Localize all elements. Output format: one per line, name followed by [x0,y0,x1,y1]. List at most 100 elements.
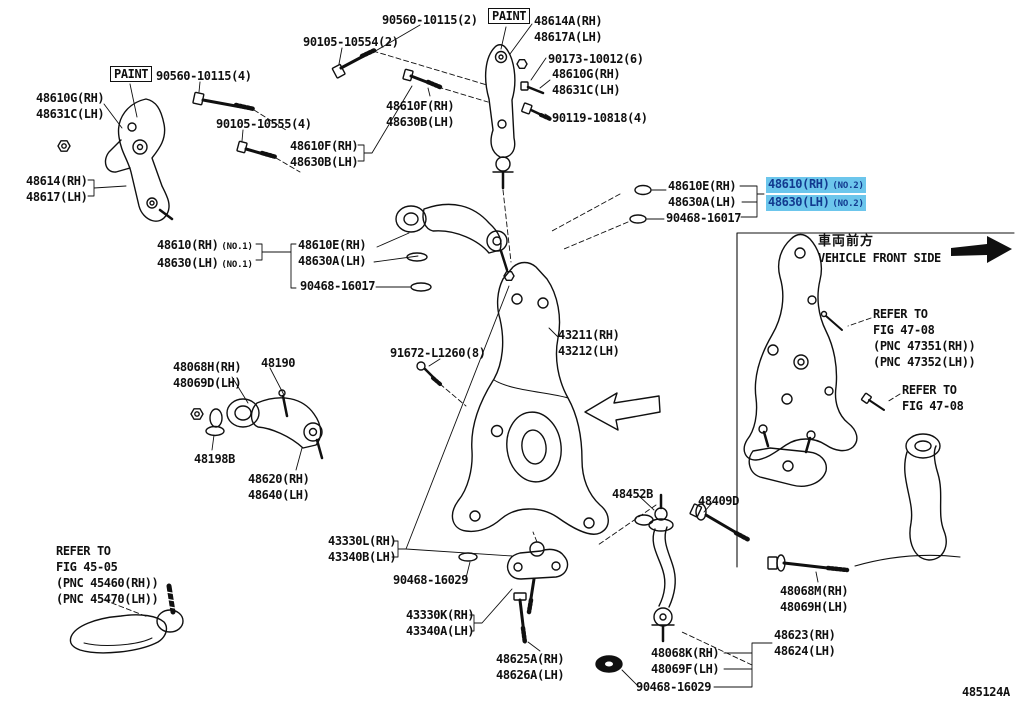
refer-text: REFER TO [56,544,111,558]
refer-text: FIG 47-08 [873,323,935,337]
refer-text: REFER TO [902,383,957,397]
part-number: 90468-16029 [393,573,469,587]
part-line: 48630(LH)(NO.1) [157,255,253,273]
part-number: 91672-L1260(8) [390,346,486,360]
part-number: 43340B(LH) [328,550,397,564]
label-48068H-48069D[interactable]: 48068H(RH) 48069D(LH) [173,359,242,391]
lower-ball-joint-drawing [458,541,623,673]
part-number: 48631C(LH) [36,107,105,121]
label-48610-48630-no2-selected[interactable]: 48610(RH)(NO.2) 48630(LH)(NO.2) [766,176,866,212]
figure-code: 485124A [962,684,1010,700]
label-90468-16029-bottom[interactable]: 90468-16029 [636,679,711,695]
front-side-jp: 車両前方 [818,234,875,249]
part-number: 43212(LH) [558,344,620,358]
part-number: 48452B [612,487,653,501]
refer-text: (PNC 47352(LH)) [873,355,976,369]
part-number: 43330K(RH) [406,608,475,622]
label-48610E-center[interactable]: 48610E(RH) 48630A(LH) [298,237,367,269]
part-number: 48626A(LH) [496,668,565,682]
part-number: 48630A(LH) [668,195,737,209]
part-number: 48624(LH) [774,644,836,658]
part-line: 48610(RH)(NO.1) [157,237,253,255]
label-48614A-48617A[interactable]: 48614A(RH) 48617A(LH) [534,13,603,45]
label-90468-16017-right[interactable]: 90468-16017 [666,210,741,226]
label-48409D[interactable]: 48409D [698,493,739,509]
part-number: 48623(RH) [774,628,836,642]
label-90119-10818[interactable]: 90119-10818(4) [552,110,648,126]
paint-text: PAINT [114,67,149,81]
label-48625A-48626A[interactable]: 48625A(RH) 48626A(LH) [496,651,565,683]
label-90468-16029-top[interactable]: 90468-16029 [393,572,468,588]
label-48610F-left[interactable]: 48610F(RH) 48630B(LH) [290,138,359,170]
label-90560-10115-2[interactable]: 90560-10115(2) [382,12,478,28]
part-number: 48069D(LH) [173,376,242,390]
front-side-en: VEHICLE FRONT SIDE [818,251,941,265]
washer-parts-icons [629,184,652,224]
bolt-48409D-icon [689,503,752,543]
highlighted-part-line: 48610(RH)(NO.2) [766,176,866,194]
part-number: 48610(RH) [768,177,830,191]
part-number: 43340A(LH) [406,624,475,638]
part-number: 48069H(LH) [780,600,849,614]
knuckle-inset-drawing [743,233,961,567]
part-number: 48610F(RH) [290,139,359,153]
leader-lines-solid [87,23,819,688]
bolt-48068M-icon [767,554,850,573]
label-90468-16017-center[interactable]: 90468-16017 [300,278,375,294]
refer-text: REFER TO [873,307,928,321]
upper-control-arm-left-drawing [57,98,174,222]
highlighted-part-line: 48630(LH)(NO.2) [766,194,866,212]
part-number: 48198B [194,452,235,466]
bolt-48610F-icon [402,68,443,90]
label-48610G-right[interactable]: 48610G(RH) 48631C(LH) [552,66,621,98]
part-number: 90468-16017 [666,211,742,225]
refer-text: FIG 47-08 [902,399,964,413]
label-48068K-48069F[interactable]: 48068K(RH) 48069F(LH) [651,645,720,677]
part-suffix: (NO.2) [832,181,864,191]
part-number: 48610E(RH) [668,179,737,193]
bolt-91672-icon [416,361,442,386]
label-43211-43212[interactable]: 43211(RH) 43212(LH) [558,327,620,359]
part-number: 48617(LH) [26,190,88,204]
part-number: 48630A(LH) [298,254,367,268]
part-number: 48630(LH) [768,195,830,209]
label-90105-10554[interactable]: 90105-10554(2) [303,34,399,50]
part-number: 90105-10555(4) [216,117,312,131]
part-suffix: (NO.1) [221,260,253,270]
part-suffix: (NO.1) [221,242,253,252]
label-48190[interactable]: 48190 [261,355,296,371]
label-48610-48630-no1[interactable]: 48610(RH)(NO.1) 48630(LH)(NO.1) [157,237,253,273]
tie-rod-end-drawing [69,583,184,654]
label-48068M-48069H[interactable]: 48068M(RH) 48069H(LH) [780,583,849,615]
paint-callout-top: PAINT [488,8,531,24]
label-90173-10012[interactable]: 90173-10012(6) [548,51,644,67]
label-48614-48617[interactable]: 48614(RH) 48617(LH) [26,173,88,205]
part-number: 48630B(LH) [290,155,359,169]
refer-text: (PNC 47351(RH)) [873,339,976,353]
part-number: 48625A(RH) [496,652,565,666]
label-90560-10115-4[interactable]: 90560-10115(4) [156,68,252,84]
part-number: 48631C(LH) [552,83,621,97]
part-number: 48610F(RH) [386,99,455,113]
vehicle-front-side-note: 車両前方 VEHICLE FRONT SIDE [818,234,941,266]
label-48610G-left[interactable]: 48610G(RH) 48631C(LH) [36,90,105,122]
part-number: 90560-10115(2) [382,13,478,27]
label-91672-L1260[interactable]: 91672-L1260(8) [390,345,486,361]
label-43330L-43340B[interactable]: 43330L(RH) 43340B(LH) [328,533,397,565]
label-90105-10555[interactable]: 90105-10555(4) [216,116,312,132]
part-number: 48640(LH) [248,488,310,502]
bolt-90560-icon [192,91,257,112]
part-number: 48614A(RH) [534,14,603,28]
label-43330K-43340A[interactable]: 43330K(RH) 43340A(LH) [406,607,475,639]
label-48198B[interactable]: 48198B [194,451,235,467]
part-number: 48068M(RH) [780,584,849,598]
refer-text: FIG 45-05 [56,560,118,574]
label-48623-48624[interactable]: 48623(RH) 48624(LH) [774,627,836,659]
label-48610E-right[interactable]: 48610E(RH) 48630A(LH) [668,178,737,210]
label-48610F-center[interactable]: 48610F(RH) 48630B(LH) [386,98,455,130]
label-48620-48640[interactable]: 48620(RH) 48640(LH) [248,471,310,503]
leader-lines-dashed [103,50,901,666]
label-48452B[interactable]: 48452B [612,486,653,502]
